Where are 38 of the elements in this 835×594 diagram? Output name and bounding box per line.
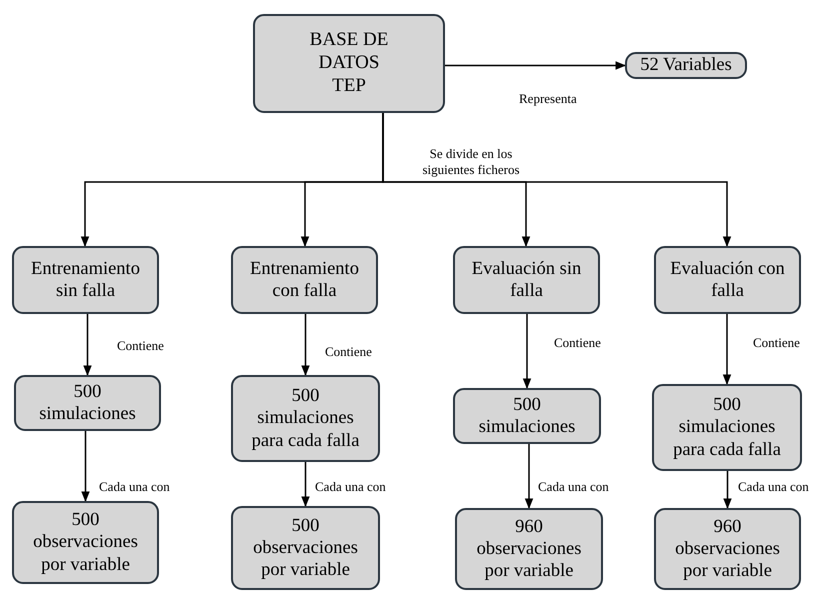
arrow xyxy=(301,462,310,508)
box-text: 500 simulaciones xyxy=(38,380,137,426)
process-box xyxy=(14,375,161,431)
box-text: Entrenamiento con falla xyxy=(249,258,360,302)
box-text: 52 Variables xyxy=(640,54,732,77)
box-text: BASE DE DATOS TEP xyxy=(308,29,390,98)
process-box xyxy=(654,246,801,314)
process-box xyxy=(453,246,600,314)
box-text: 500 observaciones por variable xyxy=(32,509,139,576)
process-box xyxy=(231,375,380,462)
process-box xyxy=(231,246,378,314)
arrow xyxy=(524,444,534,510)
arrow xyxy=(722,314,732,386)
process-box xyxy=(231,506,380,590)
box-text: 500 simulaciones para cada falla xyxy=(672,394,782,461)
process-box xyxy=(654,508,801,590)
process-box xyxy=(455,508,603,590)
process-box xyxy=(12,501,159,584)
arrow xyxy=(301,314,310,376)
box-text: 960 observaciones por variable xyxy=(476,516,582,582)
arrow xyxy=(81,431,90,502)
arrow xyxy=(723,471,732,510)
box-text: Evaluación sin falla xyxy=(470,258,582,302)
arrow xyxy=(445,61,626,70)
box-text: 500 observaciones por variable xyxy=(252,514,359,582)
arrow xyxy=(522,314,532,390)
process-box xyxy=(652,384,802,471)
arrow xyxy=(382,113,732,248)
process-box xyxy=(253,14,445,113)
box-text: 960 observaciones por variable xyxy=(674,516,781,582)
process-box xyxy=(12,246,159,314)
box-text: Evaluación con falla xyxy=(669,258,786,302)
arrow xyxy=(83,314,92,376)
box-text: Entrenamiento sin falla xyxy=(30,258,141,302)
process-box xyxy=(453,388,601,444)
process-box xyxy=(625,52,747,79)
box-text: 500 simulaciones para cada falla xyxy=(250,385,360,452)
box-text: 500 simulaciones xyxy=(478,394,576,438)
